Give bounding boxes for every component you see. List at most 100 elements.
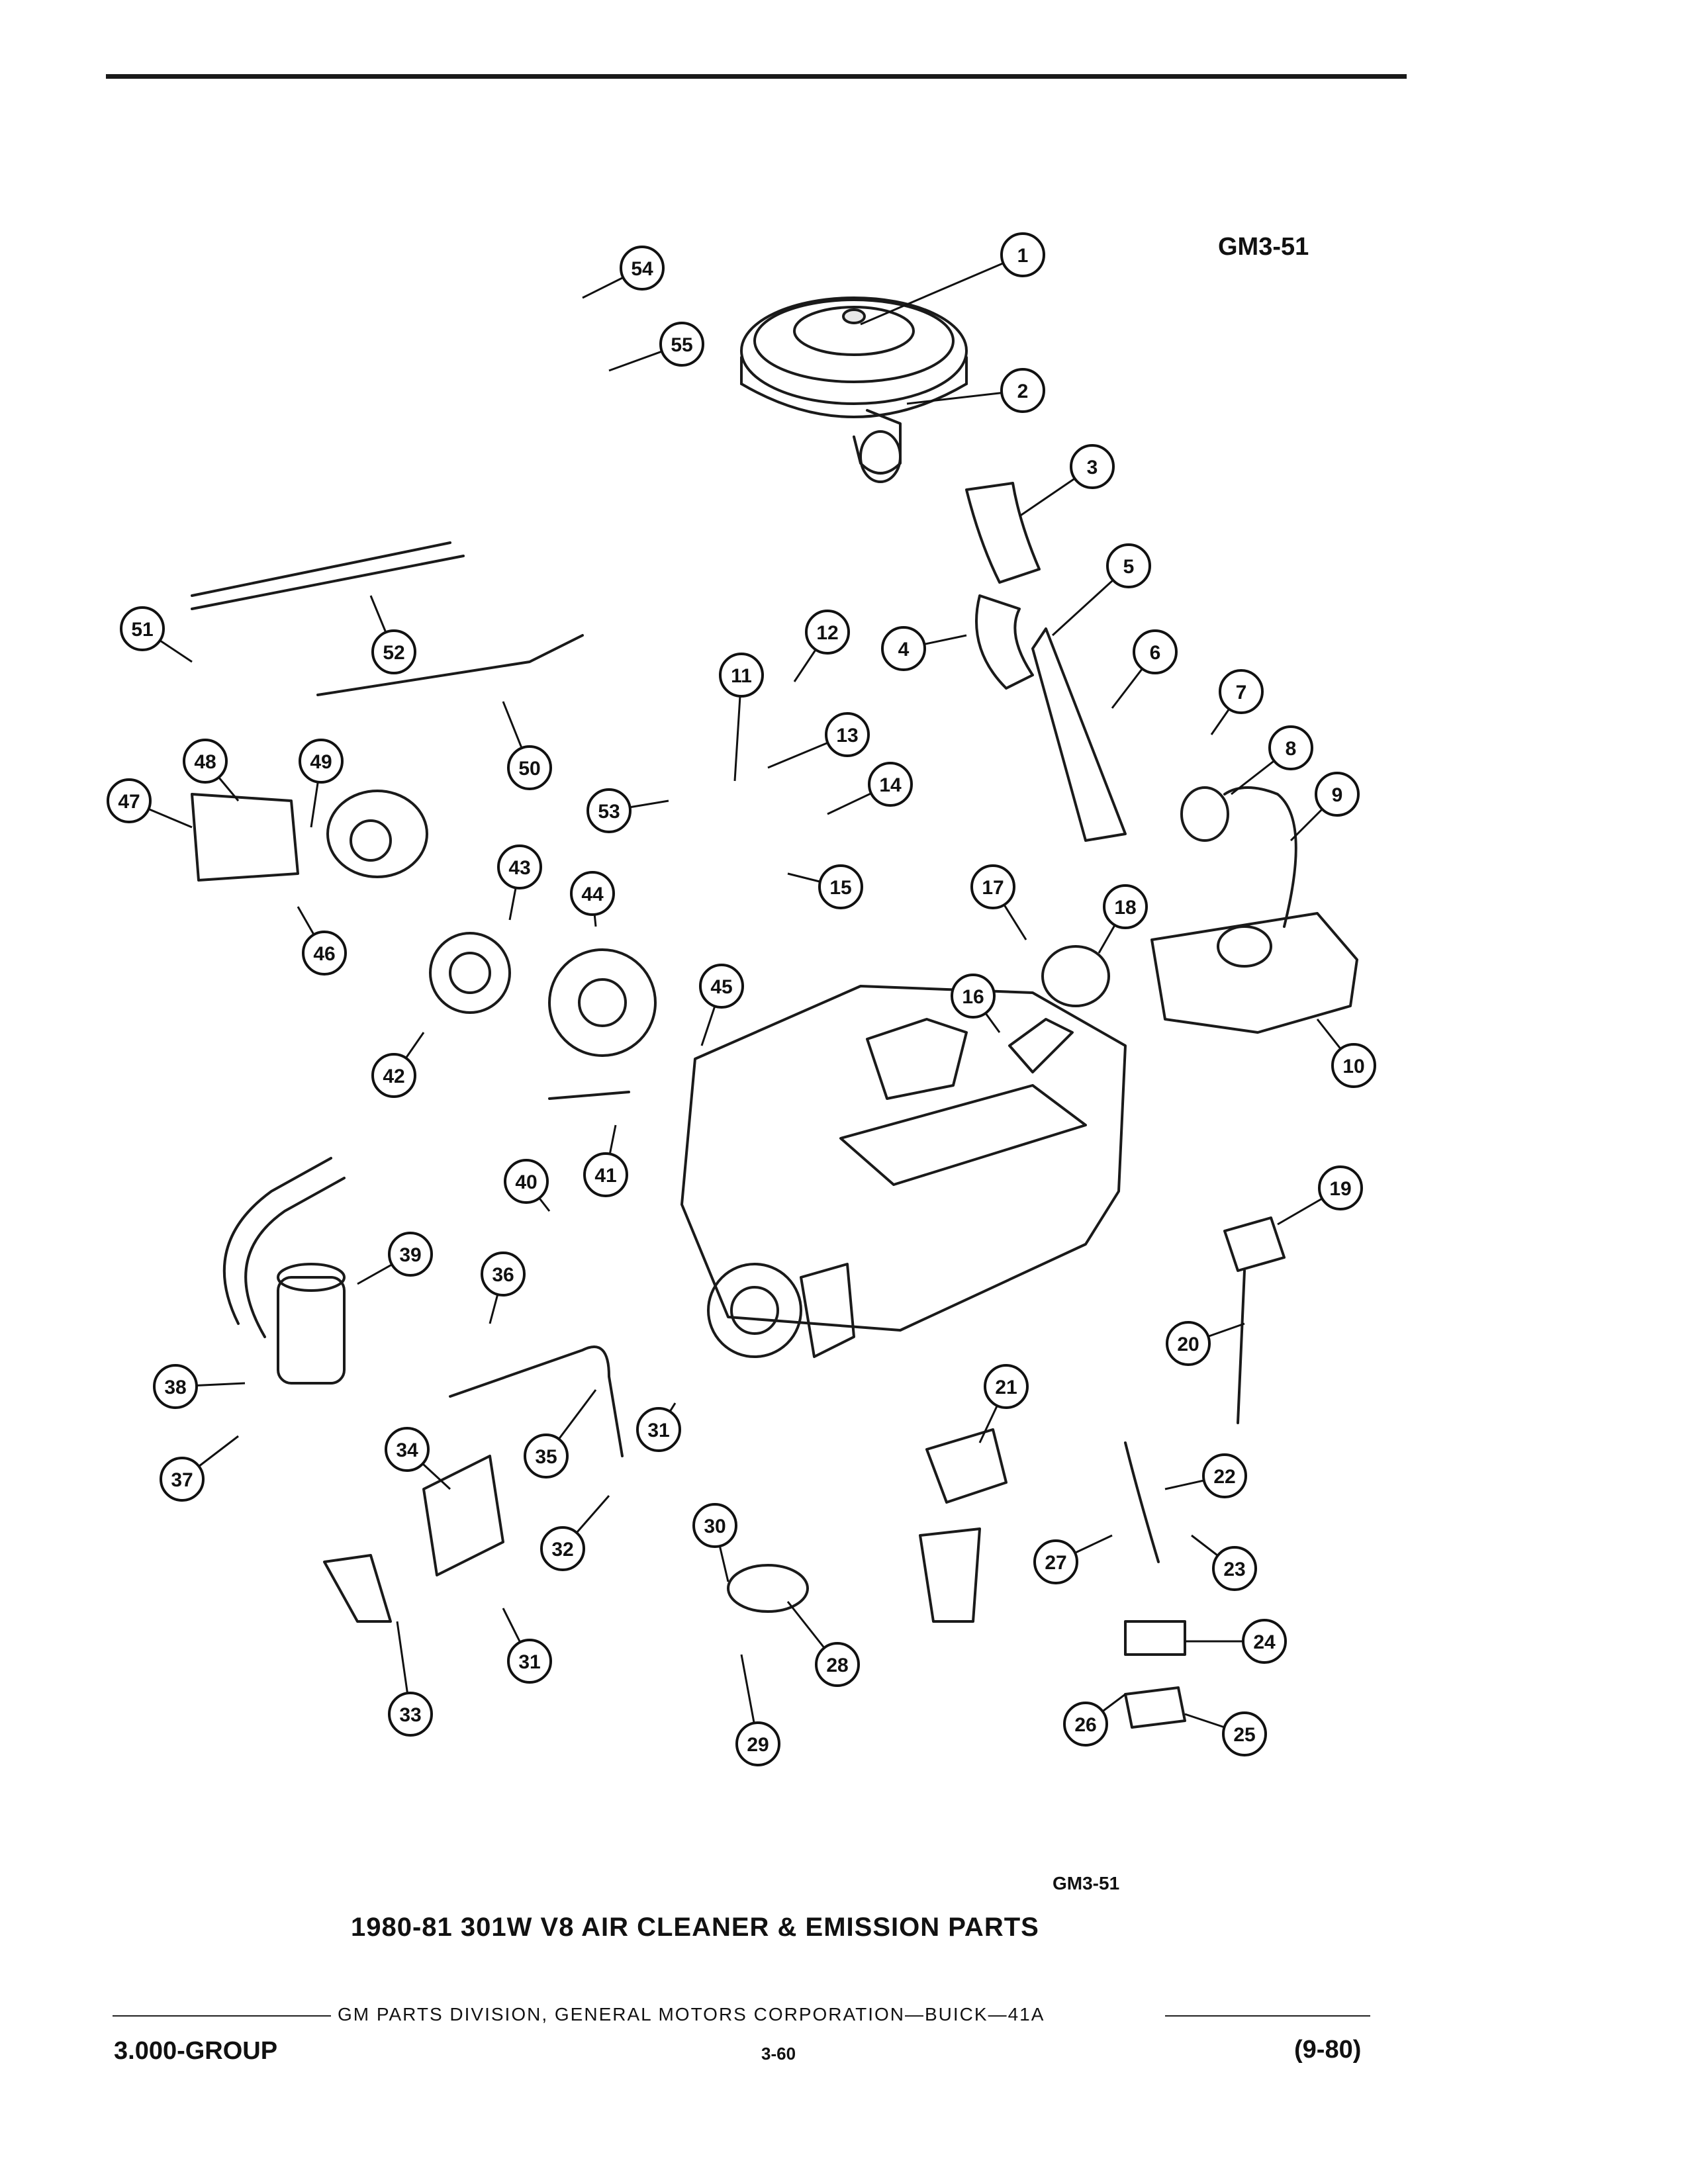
callout-circle <box>868 762 913 807</box>
callout-number: 34 <box>396 1439 418 1461</box>
callout-circle <box>371 629 416 674</box>
callout-circle <box>507 1639 552 1684</box>
callout-number: 20 <box>1177 1334 1199 1355</box>
callout-number: 21 <box>995 1377 1017 1398</box>
engine-block <box>680 985 1127 1358</box>
callout-41: 41 <box>583 1124 628 1197</box>
callout-number: 33 <box>399 1704 421 1726</box>
callout-number: 37 <box>171 1469 193 1491</box>
callout-number: 31 <box>647 1420 669 1441</box>
footer-rule-left <box>113 2015 331 2017</box>
callout-circle <box>1318 1165 1363 1210</box>
diagram-title: 1980-81 301W V8 AIR CLEANER & EMISSION P… <box>351 1913 1039 1942</box>
callout-54: 54 <box>582 246 665 299</box>
callout-50: 50 <box>502 701 552 790</box>
callout-circle <box>692 1503 737 1548</box>
callout-55: 55 <box>608 322 704 372</box>
callout-37: 37 <box>160 1435 239 1502</box>
callout-number: 30 <box>704 1516 726 1537</box>
callout-47: 47 <box>107 778 193 829</box>
callout-circle <box>481 1251 526 1297</box>
callout-circle <box>1133 629 1178 674</box>
callout-2: 2 <box>906 368 1045 413</box>
callout-circle <box>385 1427 430 1472</box>
callout-circle <box>299 739 344 784</box>
callout-circle <box>1315 772 1360 817</box>
callout-27: 27 <box>1033 1534 1113 1584</box>
callout-number: 2 <box>1017 381 1029 402</box>
callout-circle <box>1000 368 1045 413</box>
callout-number: 54 <box>631 258 653 280</box>
callout-circle <box>107 778 152 823</box>
callout-circle <box>1063 1702 1108 1747</box>
callout-circle <box>540 1526 585 1571</box>
callout-number: 41 <box>594 1165 616 1187</box>
callout-number: 10 <box>1342 1056 1364 1077</box>
callout-4: 4 <box>881 626 967 671</box>
callout-number: 22 <box>1213 1466 1235 1488</box>
callout-38: 38 <box>153 1364 246 1409</box>
callout-23: 23 <box>1191 1534 1257 1591</box>
callout-number: 27 <box>1045 1552 1066 1574</box>
egr-and-manifold-parts <box>1008 786 1358 1073</box>
callout-25: 25 <box>1184 1711 1267 1756</box>
callout-circle <box>583 1152 628 1197</box>
callout-number: 24 <box>1253 1631 1276 1653</box>
callout-number: 53 <box>598 801 620 823</box>
callout-39: 39 <box>357 1232 433 1285</box>
callout-number: 8 <box>1286 738 1297 760</box>
callout-24: 24 <box>1185 1619 1287 1664</box>
callout-number: 47 <box>118 791 140 813</box>
callout-circle <box>570 871 615 916</box>
callout-number: 16 <box>962 986 984 1008</box>
callout-7: 7 <box>1210 669 1264 735</box>
callout-12: 12 <box>793 610 850 682</box>
callout-53: 53 <box>586 788 669 833</box>
callout-number: 17 <box>982 877 1004 899</box>
callout-number: 38 <box>164 1377 186 1398</box>
callout-circle <box>1106 543 1151 588</box>
callout-5: 5 <box>1051 543 1151 637</box>
callout-number: 25 <box>1233 1724 1255 1746</box>
callout-circle <box>1212 1546 1257 1591</box>
callout-number: 49 <box>310 751 332 773</box>
callout-34: 34 <box>385 1427 451 1490</box>
callout-18: 18 <box>1098 884 1148 954</box>
callout-20: 20 <box>1166 1321 1245 1366</box>
callout-number: 42 <box>383 1066 404 1087</box>
callout-number: 46 <box>313 943 335 965</box>
callout-36: 36 <box>481 1251 526 1324</box>
callout-circle <box>1033 1539 1078 1584</box>
callout-circle <box>388 1692 433 1737</box>
callout-number: 51 <box>131 619 153 641</box>
callout-circle <box>1222 1711 1267 1756</box>
callout-number: 15 <box>829 877 851 899</box>
callout-number: 1 <box>1017 245 1029 267</box>
callout-circle <box>1166 1321 1211 1366</box>
callout-circle <box>388 1232 433 1277</box>
callout-45: 45 <box>699 964 744 1046</box>
callout-circle <box>1268 725 1313 770</box>
callout-6: 6 <box>1111 629 1178 709</box>
callout-circle <box>951 974 996 1019</box>
callout-circle <box>1000 232 1045 277</box>
callout-circle <box>371 1053 416 1098</box>
callout-number: 40 <box>515 1171 537 1193</box>
callout-circle <box>825 712 870 757</box>
callout-number: 45 <box>710 976 732 998</box>
footer-rule-right <box>1165 2015 1370 2017</box>
callout-28: 28 <box>786 1601 860 1687</box>
callout-number: 13 <box>836 725 858 747</box>
callout-number: 35 <box>535 1446 557 1468</box>
callout-number: 11 <box>731 665 752 687</box>
callout-8: 8 <box>1231 725 1313 796</box>
callout-number: 26 <box>1074 1714 1096 1736</box>
callout-circle <box>719 653 764 698</box>
callout-number: 3 <box>1087 457 1098 478</box>
callout-number: 31 <box>518 1651 540 1673</box>
callout-22: 22 <box>1164 1453 1247 1498</box>
callout-number: 19 <box>1329 1178 1351 1200</box>
figure-ref-code-top: GM3-51 <box>1218 233 1309 261</box>
callout-16: 16 <box>951 974 1001 1033</box>
callout-circle <box>984 1364 1029 1409</box>
